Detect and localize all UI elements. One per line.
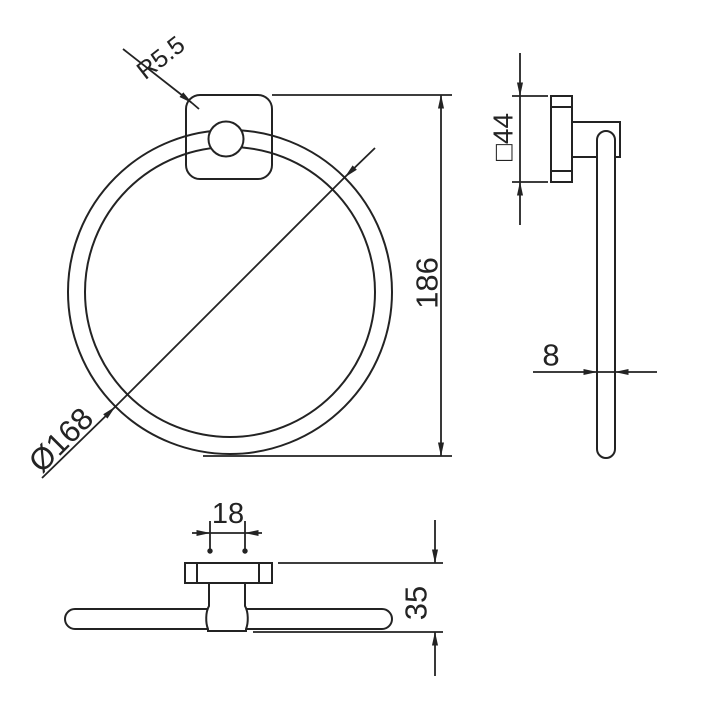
wall-plate-front [185, 94, 273, 180]
dimension-hub-width: 18 [192, 498, 262, 554]
extension-dot-right [242, 548, 248, 554]
wall-plate-side [550, 95, 573, 183]
dimension-ring-diameter: Ø168 [22, 147, 376, 479]
dimension-label-plate-square: □44 [488, 113, 519, 161]
dimension-ring-thickness: 8 [533, 338, 657, 376]
dimension-label-diameter: Ø168 [22, 401, 100, 479]
dimension-label-depth: 35 [399, 586, 434, 620]
dimension-plate-square: □44 [488, 53, 548, 225]
diameter-leader-lower [41, 406, 116, 479]
dimension-label-corner-radius: R5.5 [132, 31, 191, 86]
dimension-label-hub-width: 18 [212, 498, 244, 530]
hub-front [207, 120, 245, 158]
side-view: □44 8 [488, 53, 657, 459]
dimension-overall-height: 186 [203, 94, 452, 457]
wall-plate-bottom [184, 562, 273, 584]
hub-neck-bottom [205, 583, 249, 632]
dimension-label-thickness: 8 [542, 338, 559, 373]
front-view: 186 Ø168 R5.5 [22, 31, 452, 479]
bottom-view: 18 35 [64, 498, 443, 676]
radius-leader-overshoot [191, 102, 200, 110]
dimension-depth: 35 [253, 520, 443, 676]
extension-dot-left [207, 548, 213, 554]
ring-bar-side [596, 130, 616, 459]
dimension-label-height: 186 [410, 257, 445, 309]
diameter-line [114, 176, 346, 408]
radius-leader-line [122, 48, 193, 104]
dimension-corner-radius: R5.5 [122, 31, 200, 110]
diameter-leader-upper [344, 147, 376, 178]
